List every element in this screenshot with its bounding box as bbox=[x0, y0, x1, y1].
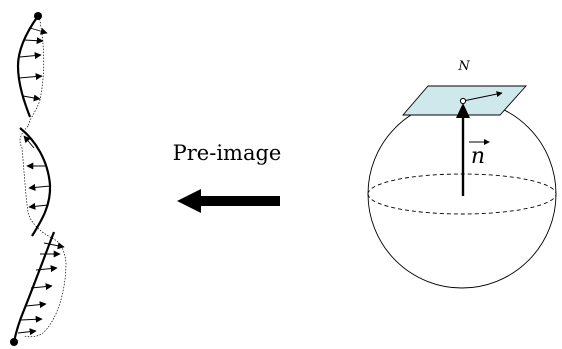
curve-endpoint-bottom bbox=[10, 338, 18, 346]
vector-arrow bbox=[43, 242, 65, 250]
normal-vector-arrowhead bbox=[456, 103, 470, 118]
tangent-vector-arrow bbox=[462, 91, 503, 102]
north-pole-point bbox=[459, 97, 467, 105]
left-arrow-icon bbox=[177, 189, 280, 213]
vector-arrow bbox=[35, 265, 58, 273]
sphere-group: N n bbox=[367, 59, 557, 289]
vector-field-arrows bbox=[17, 27, 65, 336]
vector-arrow bbox=[23, 37, 44, 45]
vector-arrow bbox=[17, 328, 37, 336]
vector-arrow bbox=[18, 73, 43, 81]
pre-image-caption: Pre-image bbox=[173, 141, 282, 165]
pre-image-arrow-group: Pre-image bbox=[173, 141, 282, 213]
vector-arrow bbox=[30, 283, 53, 291]
vector-arrow bbox=[28, 183, 51, 191]
vector-tip-envelope-middle bbox=[19, 125, 53, 239]
preimage-curve-middle bbox=[19, 127, 52, 237]
equator-front bbox=[367, 193, 557, 215]
normal-vector-label: n bbox=[471, 144, 485, 169]
preimage-curve-bottom bbox=[12, 231, 56, 343]
pole-label-n: N bbox=[457, 59, 470, 74]
preimage-curve-top bbox=[16, 15, 39, 118]
preimage-curves bbox=[10, 12, 67, 346]
vector-arrow bbox=[29, 27, 48, 35]
vector-arrow bbox=[25, 301, 47, 309]
vector-arrow bbox=[28, 202, 49, 210]
vector-over-arrow-head bbox=[484, 139, 490, 145]
curve-endpoint-top bbox=[34, 12, 42, 20]
vector-arrow bbox=[22, 94, 41, 102]
vector-arrow bbox=[23, 135, 35, 149]
vector-arrow bbox=[19, 52, 42, 60]
vector-tip-envelope-top bbox=[27, 15, 45, 127]
vector-arrow bbox=[20, 315, 43, 323]
